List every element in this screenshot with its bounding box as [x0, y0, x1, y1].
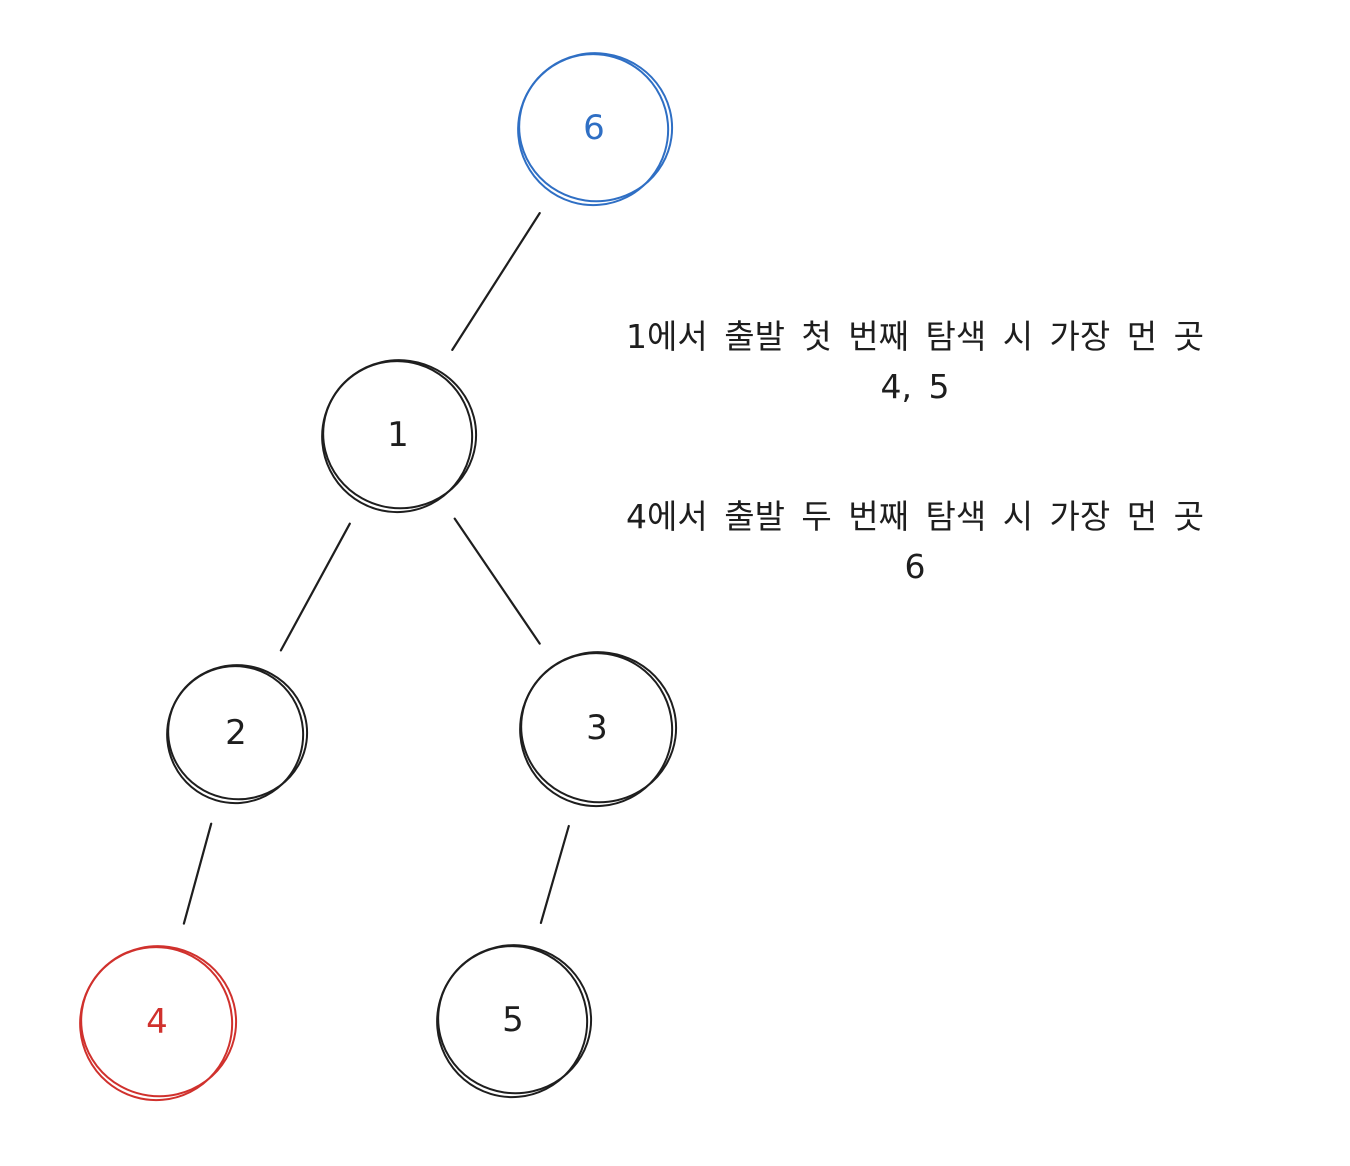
edge-2-4: [182, 822, 213, 925]
edge-6-1: [451, 212, 541, 351]
edge-3-5: [539, 824, 570, 925]
tree-node-3: 3: [519, 651, 678, 808]
node-label-5: 5: [502, 1000, 524, 1040]
node-label-1: 1: [387, 415, 409, 455]
edge-1-2: [279, 522, 351, 652]
second-search-note: 4에서 출발 두 번째 탐색 시 가장 먼 곳 6: [535, 492, 1295, 592]
tree-nodes: 6 1 2 3 4 5: [79, 52, 678, 1102]
node-circle-2: [167, 664, 309, 801]
node-circle-6: [518, 52, 674, 203]
tree-edges: [182, 212, 570, 925]
tree-node-4: 4: [79, 945, 238, 1102]
first-search-note: 1에서 출발 첫 번째 탐색 시 가장 먼 곳 4, 5: [535, 312, 1295, 412]
node-label-2: 2: [225, 713, 247, 753]
node-label-3: 3: [586, 708, 608, 748]
node-label-4: 4: [146, 1002, 168, 1042]
first-search-title: 1에서 출발 첫 번째 탐색 시 가장 먼 곳: [626, 317, 1204, 356]
tree-node-5: 5: [436, 944, 593, 1099]
second-search-result: 6: [904, 547, 926, 586]
first-search-result: 4, 5: [880, 367, 950, 406]
node-label-6: 6: [583, 108, 605, 148]
second-search-title: 4에서 출발 두 번째 탐색 시 가장 먼 곳: [626, 497, 1204, 536]
node-circle-3: [520, 651, 678, 804]
node-circle-4: [80, 945, 238, 1098]
node-circle-5: [437, 944, 593, 1095]
tree-node-6: 6: [517, 52, 674, 207]
edge-1-3: [453, 517, 541, 645]
tree-node-2: 2: [166, 664, 309, 805]
node-circle-1: [322, 359, 478, 510]
tree-node-1: 1: [321, 359, 478, 514]
